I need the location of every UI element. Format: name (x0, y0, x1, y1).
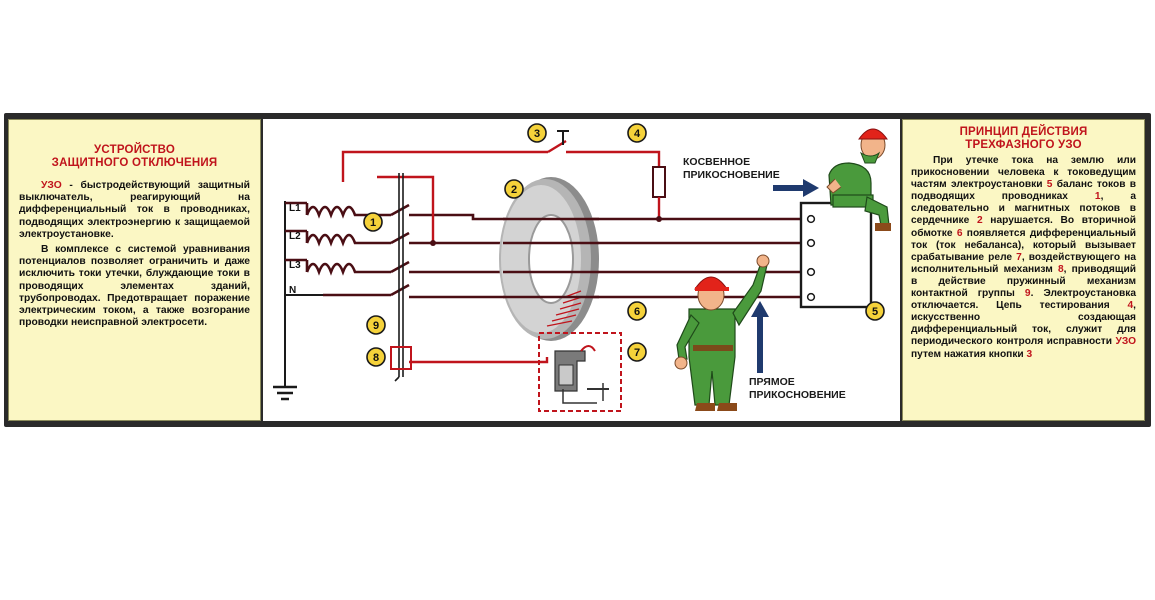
svg-text:3: 3 (534, 128, 540, 140)
callout-4: 4 (627, 123, 647, 143)
text-run: . Электроустановка отключается. Цепь тес… (911, 288, 1137, 312)
svg-text:6: 6 (634, 306, 640, 318)
text-run: путем нажатия кнопки (911, 348, 1027, 360)
contact-mechanism (390, 173, 412, 382)
highlight-ref: 3 (1026, 348, 1033, 360)
right-panel-title: ПРИНЦИП ДЕЙСТВИЯ ТРЕХФАЗНОГО УЗО (959, 126, 1088, 151)
text-run: , искусственно создающая дифференциальны… (911, 300, 1136, 348)
text-run: , воздействующего на исполнительный меха… (911, 251, 1136, 275)
highlight-ref: 2 (976, 215, 983, 227)
text-run: , приводящий в действие пружинный механи… (911, 263, 1136, 300)
highlight-ref: 8 (1057, 263, 1064, 275)
svg-text:9: 9 (373, 320, 379, 332)
indirect-touch-arrow (773, 179, 819, 197)
text-run: баланс токов в подводящих проводниках (911, 179, 1136, 203)
callout-7: 7 (627, 342, 647, 362)
left-panel-paragraph-1: УЗО - быстродействующий защитный выключа… (19, 180, 250, 241)
left-panel-title: УСТРОЙСТВО ЗАЩИТНОГО ОТКЛЮЧЕНИЯ (51, 144, 218, 169)
highlight-ref: 4 (1127, 300, 1134, 312)
right-panel-paragraph: При утечке тока на землю или прикосновен… (911, 155, 1136, 361)
right-info-panel: ПРИНЦИП ДЕЙСТВИЯ ТРЕХФАЗНОГО УЗО При уте… (902, 119, 1145, 421)
uzo-definition: - быстродействующий защитный выключатель… (19, 180, 250, 240)
callout-5: 5 (865, 301, 885, 321)
text-run: , а следовательно и магнитных потоков в … (911, 191, 1137, 227)
label-l2: L2 (289, 231, 301, 242)
indirect-touch-label: КОСВЕННОЕ ПРИКОСНОВЕНИЕ (683, 156, 780, 181)
left-panel-paragraph-2: В комплексе с системой уравнивания потен… (19, 244, 250, 329)
direct-touch-label: ПРЯМОЕ ПРИКОСНОВЕНИЕ (749, 376, 846, 401)
direct-touch-arrow (751, 301, 769, 373)
text-run: При утечке тока на землю или прикосновен… (911, 155, 1136, 191)
callout-2: 2 (504, 179, 524, 199)
highlight-ref: УЗО (1115, 336, 1136, 348)
highlight-ref: 7 (1016, 251, 1022, 263)
callout-1: 1 (363, 212, 383, 232)
callout-8: 8 (366, 347, 386, 367)
callout-9: 9 (366, 315, 386, 335)
highlight-ref: 1 (1094, 191, 1101, 203)
circuit-diagram-svg: L1 L2 L3 N (273, 123, 891, 412)
relay-box (538, 332, 622, 412)
svg-text:8: 8 (373, 352, 379, 364)
highlight-ref: 5 (1046, 179, 1053, 191)
poster: УСТРОЙСТВО ЗАЩИТНОГО ОТКЛЮЧЕНИЯ УЗО - бы… (4, 113, 1151, 427)
svg-text:1: 1 (370, 217, 376, 229)
text-run: появляется дифференциальный ток (ток неб… (911, 227, 1136, 263)
phase-coils (305, 203, 361, 276)
uzo-term: УЗО (41, 180, 62, 191)
test-button-symbol (557, 130, 569, 145)
left-info-panel: УСТРОЙСТВО ЗАЩИТНОГО ОТКЛЮЧЕНИЯ УЗО - бы… (8, 119, 261, 421)
highlight-ref: 9 (1024, 288, 1031, 300)
test-circuit (341, 139, 666, 364)
svg-text:2: 2 (511, 184, 517, 196)
circuit-diagram: L1 L2 L3 N (263, 119, 900, 421)
callout-6: 6 (627, 301, 647, 321)
label-l1: L1 (289, 203, 301, 214)
svg-text:4: 4 (634, 128, 641, 140)
electrical-installation-box (799, 201, 873, 309)
label-l3: L3 (289, 260, 301, 271)
toroidal-core (499, 177, 599, 341)
svg-text:7: 7 (634, 347, 640, 359)
label-n: N (289, 285, 296, 296)
callout-3: 3 (527, 123, 547, 143)
standing-worker-figure (674, 254, 770, 411)
seated-worker-figure (826, 128, 891, 231)
highlight-ref: 6 (956, 227, 963, 239)
text-run: нарушается. Во вторичной обмотке (911, 215, 1137, 239)
svg-text:5: 5 (872, 306, 878, 318)
